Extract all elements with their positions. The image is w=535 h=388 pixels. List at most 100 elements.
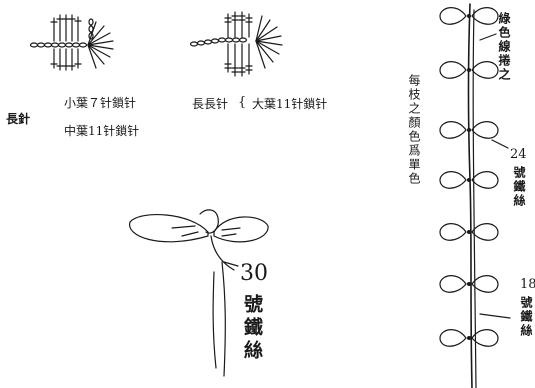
fan-stitch (87, 25, 105, 46)
chain-stitch (88, 18, 94, 26)
tall-stitch (56, 48, 64, 71)
label-wire-18-text: 號鐵絲 (519, 296, 533, 338)
chain-stitch (88, 25, 94, 33)
wire-30 (210, 235, 235, 271)
label-brace: { (238, 95, 247, 110)
label-green-thread: 綠色線捲之 (497, 12, 511, 82)
chain-stitch (57, 42, 67, 48)
label-long-needle: 長針 (6, 112, 31, 126)
leaf-pair-illustration (129, 209, 269, 377)
leaf-vein (171, 225, 199, 237)
label-wire-24-number: 24 (510, 147, 527, 162)
chain-stitch (43, 42, 53, 48)
leaf (471, 171, 499, 189)
leaf (439, 223, 467, 241)
tall-stitch (50, 48, 58, 69)
stem-wire-18 (472, 9, 477, 388)
stitch-chart-large-leaf (189, 11, 283, 77)
label-per-branch-color: 每枝之顏色爲單色 (407, 74, 421, 186)
stitch-chart-small-leaf (29, 14, 114, 71)
stem-node (467, 68, 471, 72)
left-leaf (129, 213, 209, 243)
tall-stitch (50, 17, 58, 42)
tall-stitch (74, 48, 82, 69)
tall-stitch (245, 43, 253, 75)
fan-stitch (255, 40, 283, 46)
fan-stitch (87, 44, 114, 50)
tall-stitch (68, 14, 76, 42)
tall-stitch (231, 11, 239, 38)
leaf-knot (199, 209, 219, 234)
fan-stitch (255, 19, 271, 42)
chain-stitch (78, 42, 88, 48)
leaf (439, 329, 467, 347)
stem-node (467, 178, 471, 182)
chain-stitch (36, 42, 46, 48)
leaf (439, 7, 467, 25)
chain-stitch (71, 42, 81, 48)
tall-stitch (224, 13, 232, 38)
tall-stitch (74, 16, 82, 42)
pointer-line (479, 313, 511, 319)
leaf (439, 61, 467, 79)
leaf-vein (221, 227, 241, 237)
chain-stitch (64, 42, 74, 48)
stem-node (467, 128, 471, 132)
label-middle-leaf: 中葉11针鎖针 (64, 124, 140, 138)
leaf (439, 121, 467, 139)
tall-stitch (245, 13, 253, 38)
chain-stitch (189, 41, 199, 47)
leaf (471, 329, 499, 347)
tall-stitch (62, 48, 70, 71)
right-leaf (213, 216, 269, 243)
leaf (471, 275, 499, 293)
leaf (471, 121, 499, 139)
tall-stitch (238, 43, 246, 77)
fan-stitch (255, 40, 266, 69)
stem-node (467, 336, 471, 340)
fan-stitch (87, 44, 105, 65)
leaf (471, 223, 499, 241)
leaf (439, 171, 467, 189)
stem-node (467, 230, 471, 234)
tall-stitch (68, 48, 76, 71)
fan-stitch (87, 40, 114, 46)
chain-stitch (50, 42, 60, 48)
branch-illustration (439, 3, 511, 388)
chain-stitch (196, 40, 206, 46)
fan-stitch (87, 44, 111, 58)
leaf (471, 61, 499, 79)
label-wire-24-text: 號鐵絲 (512, 166, 526, 208)
fan-stitch (255, 15, 263, 42)
label-wire-30-number: 30 (240, 261, 268, 286)
stem-node (467, 282, 471, 286)
fan-stitch (255, 35, 282, 42)
fan-stitch (255, 26, 278, 42)
chain-stitch (203, 39, 213, 45)
tall-stitch (224, 43, 232, 73)
tall-stitch (231, 43, 239, 77)
pointer-line (479, 33, 497, 41)
chain-stitch (210, 38, 220, 44)
tall-stitch (56, 14, 64, 42)
label-wire-18-number: 18 (520, 277, 535, 292)
label-long-long-needle: 長長针 (192, 97, 229, 111)
fan-stitch (255, 40, 280, 55)
pointer-line (223, 261, 239, 267)
chain-stitch (217, 37, 227, 43)
leaf (471, 7, 499, 25)
chain-stitch (231, 37, 241, 43)
tall-stitch (62, 14, 70, 42)
wire-30-left (212, 271, 217, 369)
chain-stitch (29, 42, 39, 48)
fan-stitch (255, 40, 274, 63)
stem-node (467, 14, 471, 18)
label-small-leaf: 小葉７针鎖针 (64, 96, 137, 110)
fan-stitch (87, 32, 111, 46)
main-stem (467, 3, 473, 388)
wire-30-right (221, 261, 226, 377)
chain-stitch (224, 37, 234, 43)
label-wire-30-text: 號鐵絲 (241, 294, 263, 363)
pointer-line (491, 139, 509, 149)
